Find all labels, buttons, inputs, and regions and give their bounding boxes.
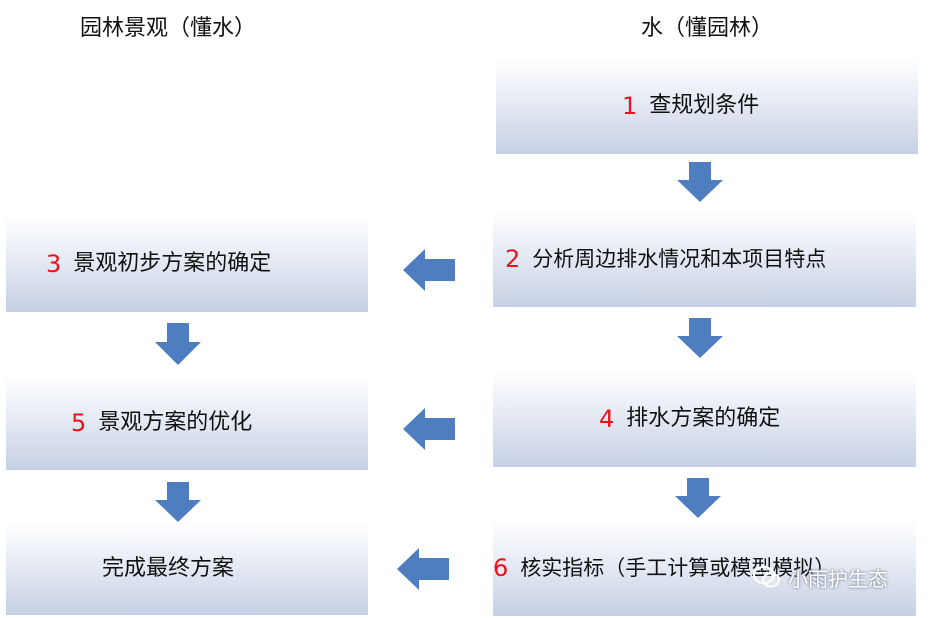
watermark: 小雨护生态 xyxy=(752,560,888,594)
arrow-down-icon xyxy=(155,323,201,365)
right-column-title: 水（懂园林） xyxy=(641,16,774,41)
step-box-6: 6 核实指标（手工计算或模型模拟） xyxy=(493,520,916,616)
arrow-down-icon xyxy=(677,318,723,358)
step-box-2: 2 分析周边排水情况和本项目特点 xyxy=(493,210,916,307)
arrow-left-icon xyxy=(403,249,455,291)
step-box-5: 5 景观方案的优化 xyxy=(6,375,368,470)
step-number: 4 xyxy=(599,404,615,433)
step-number: 3 xyxy=(46,249,62,278)
watermark-text: 小雨护生态 xyxy=(788,566,888,591)
final-plan-box: 完成最终方案 xyxy=(6,522,368,615)
step-box-3: 3 景观初步方案的确定 xyxy=(6,215,368,312)
step-label: 排水方案的确定 xyxy=(626,405,781,431)
step-label: 景观方案的优化 xyxy=(98,409,253,435)
arrow-left-icon xyxy=(403,408,455,450)
step-label: 分析周边排水情况和本项目特点 xyxy=(532,246,827,271)
wechat-icon xyxy=(753,566,780,588)
arrow-left-icon xyxy=(397,548,449,590)
arrow-down-icon xyxy=(677,162,723,202)
step-label: 查规划条件 xyxy=(649,93,760,118)
step-box-4: 4 排水方案的确定 xyxy=(493,370,916,467)
arrow-down-icon xyxy=(675,478,721,518)
step-label: 景观初步方案的确定 xyxy=(73,250,272,276)
step-label: 核实指标（手工计算或模型模拟） xyxy=(520,556,836,580)
left-column-title: 园林景观（懂水） xyxy=(80,16,257,41)
step-number: 1 xyxy=(622,92,638,120)
step-box-1: 1 查规划条件 xyxy=(496,58,918,154)
step-label: 完成最终方案 xyxy=(102,555,235,581)
step-number: 2 xyxy=(505,244,521,273)
step-number: 5 xyxy=(71,408,87,437)
arrow-down-icon xyxy=(155,482,201,522)
step-number: 6 xyxy=(493,554,509,582)
